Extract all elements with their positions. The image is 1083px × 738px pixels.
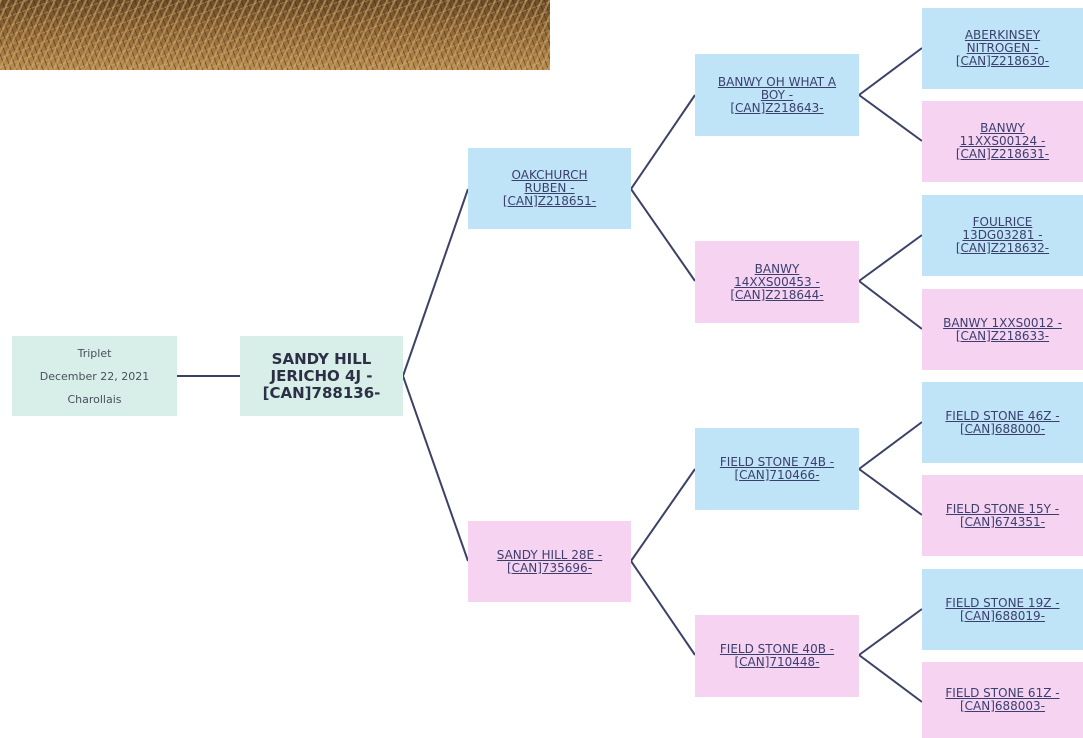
dam-sire-box: FIELD STONE 74B - [CAN]710466- xyxy=(695,428,859,510)
gg-sire-dam-dam-link[interactable]: BANWY 1XXS0012 - [CAN]Z218633- xyxy=(943,315,1062,343)
subject-animal-box: SANDY HILL JERICHO 4J - [CAN]788136- xyxy=(240,336,403,416)
gg-link-line: FIELD STONE 61Z - xyxy=(945,686,1060,700)
sire-sire-link-line: BANWY OH WHAT A xyxy=(717,74,837,89)
sire-dam-link-line: 14XXS00453 - xyxy=(734,274,820,289)
connector-ss-sss xyxy=(858,47,923,96)
sire-dam-link-line: [CAN]Z218644- xyxy=(730,287,824,302)
dam-sire-link-line: FIELD STONE 74B - xyxy=(719,455,835,469)
connector-sire-siresire xyxy=(630,94,696,190)
gg-dam-dam-sire-link[interactable]: FIELD STONE 19Z - [CAN]688019- xyxy=(945,595,1060,623)
gg-dam-sire-sire-box: FIELD STONE 46Z - [CAN]688000- xyxy=(922,382,1083,463)
connector-subject-sire xyxy=(402,188,469,377)
dam-dam-link-line: [CAN]710448- xyxy=(734,655,820,669)
gg-link-line: 13DG03281 - xyxy=(962,228,1043,242)
birth-type: Triplet xyxy=(77,346,112,360)
breed: Charollais xyxy=(67,392,122,406)
gg-link-line: [CAN]Z218631- xyxy=(955,147,1050,161)
sire-sire-link-line: [CAN]Z218643- xyxy=(730,100,824,115)
sire-link-line: RUBEN - xyxy=(524,181,575,195)
gg-sire-dam-sire-box: FOULRICE 13DG03281 - [CAN]Z218632- xyxy=(922,195,1083,276)
sire-dam-link-line: BANWY xyxy=(754,261,800,276)
gg-dam-dam-dam-box: FIELD STONE 61Z - [CAN]688003- xyxy=(922,662,1083,738)
connector-dd-dds xyxy=(858,608,923,656)
gg-sire-sire-sire-link[interactable]: ABERKINSEY NITROGEN - [CAN]Z218630- xyxy=(956,29,1049,68)
gg-sire-sire-dam-box: BANWY 11XXS00124 - [CAN]Z218631- xyxy=(922,101,1083,182)
dam-sire-link[interactable]: FIELD STONE 74B - [CAN]710466- xyxy=(720,456,834,482)
connector-ss-ssd xyxy=(858,94,923,142)
gg-link-line: [CAN]Z218633- xyxy=(955,328,1050,343)
gg-link-line: FOULRICE xyxy=(972,215,1033,229)
gg-link-line: [CAN]688000- xyxy=(959,421,1046,436)
gg-link-line: NITROGEN - xyxy=(966,41,1039,55)
connector-sire-siredam xyxy=(630,188,696,282)
gg-link-line: [CAN]688003- xyxy=(959,699,1046,713)
connector-ds-dss xyxy=(858,421,923,470)
gg-link-line: ABERKINSEY xyxy=(964,28,1041,42)
sire-sire-link-line: BOY - xyxy=(760,87,794,102)
gg-link-line: BANWY 1XXS0012 - xyxy=(943,315,1062,330)
connector-sd-sdd xyxy=(858,280,923,330)
gg-link-line: FIELD STONE 15Y - xyxy=(945,501,1060,516)
animal-info-box: Triplet December 22, 2021 Charollais xyxy=(12,336,177,416)
dam-link[interactable]: SANDY HILL 28E - [CAN]735696- xyxy=(496,547,603,575)
connector-sd-sds xyxy=(858,234,923,282)
gg-link-line: [CAN]Z218630- xyxy=(955,54,1050,68)
hay-header-image xyxy=(0,0,550,70)
dam-box: SANDY HILL 28E - [CAN]735696- xyxy=(468,521,631,602)
subject-name-line: SANDY HILL xyxy=(271,349,372,368)
gg-link-line: FIELD STONE 19Z - xyxy=(945,595,1060,610)
gg-sire-sire-sire-box: ABERKINSEY NITROGEN - [CAN]Z218630- xyxy=(922,8,1083,89)
gg-link-line: 11XXS00124 - xyxy=(959,134,1046,148)
dam-link-line: [CAN]735696- xyxy=(506,560,593,575)
connector-dam-damsire xyxy=(630,468,696,562)
gg-dam-dam-sire-box: FIELD STONE 19Z - [CAN]688019- xyxy=(922,569,1083,650)
gg-sire-dam-dam-box: BANWY 1XXS0012 - [CAN]Z218633- xyxy=(922,289,1083,370)
connector-dd-ddd xyxy=(858,654,923,703)
connector-dam-damdam xyxy=(630,560,696,656)
gg-sire-dam-sire-link[interactable]: FOULRICE 13DG03281 - [CAN]Z218632- xyxy=(956,216,1049,255)
sire-sire-box: BANWY OH WHAT A BOY - [CAN]Z218643- xyxy=(695,54,859,136)
gg-sire-sire-dam-link[interactable]: BANWY 11XXS00124 - [CAN]Z218631- xyxy=(956,122,1049,161)
gg-dam-sire-sire-link[interactable]: FIELD STONE 46Z - [CAN]688000- xyxy=(945,408,1060,436)
subject-name-line: JERICHO 4J - xyxy=(270,366,373,385)
dam-link-line: SANDY HILL 28E - xyxy=(496,547,603,562)
gg-link-line: FIELD STONE 46Z - xyxy=(945,408,1060,423)
sire-dam-box: BANWY 14XXS00453 - [CAN]Z218644- xyxy=(695,241,859,323)
dam-sire-link-line: [CAN]710466- xyxy=(734,468,820,482)
sire-link-line: OAKCHURCH xyxy=(511,168,588,182)
connector-subject-dam xyxy=(402,375,469,562)
gg-dam-sire-dam-box: FIELD STONE 15Y - [CAN]674351- xyxy=(922,475,1083,556)
gg-link-line: BANWY xyxy=(980,121,1025,135)
sire-sire-link[interactable]: BANWY OH WHAT A BOY - [CAN]Z218643- xyxy=(717,74,837,115)
dam-dam-box: FIELD STONE 40B - [CAN]710448- xyxy=(695,615,859,697)
gg-dam-dam-dam-link[interactable]: FIELD STONE 61Z - [CAN]688003- xyxy=(945,687,1059,713)
connector-ds-dsd xyxy=(858,468,923,516)
birth-date: December 22, 2021 xyxy=(39,369,150,383)
subject-name-line: [CAN]788136- xyxy=(262,383,381,402)
gg-link-line: [CAN]688019- xyxy=(959,608,1046,623)
sire-box: OAKCHURCH RUBEN - [CAN]Z218651- xyxy=(468,148,631,229)
sire-link[interactable]: OAKCHURCH RUBEN - [CAN]Z218651- xyxy=(503,169,596,208)
dam-dam-link[interactable]: FIELD STONE 40B - [CAN]710448- xyxy=(720,643,834,669)
gg-link-line: [CAN]674351- xyxy=(959,514,1046,529)
dam-dam-link-line: FIELD STONE 40B - xyxy=(719,642,835,656)
sire-link-line: [CAN]Z218651- xyxy=(502,194,597,208)
gg-dam-sire-dam-link[interactable]: FIELD STONE 15Y - [CAN]674351- xyxy=(945,501,1060,529)
sire-dam-link[interactable]: BANWY 14XXS00453 - [CAN]Z218644- xyxy=(730,261,824,302)
gg-link-line: [CAN]Z218632- xyxy=(955,241,1050,255)
